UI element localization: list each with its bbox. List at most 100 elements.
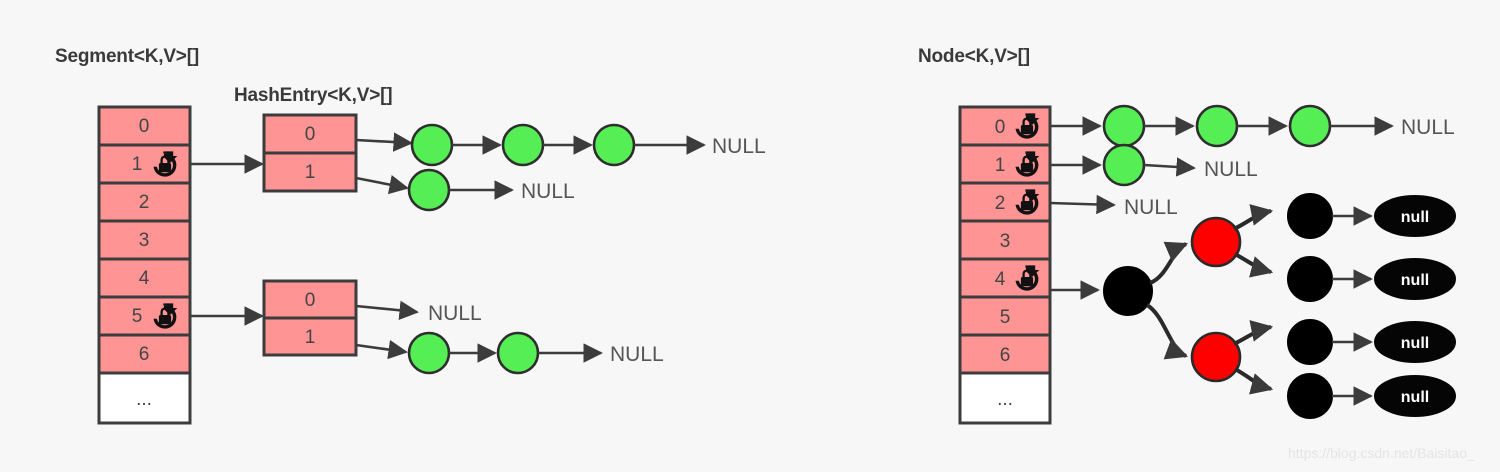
tree-node-black-leaf[interactable] xyxy=(1287,193,1333,239)
tree-edge xyxy=(1233,320,1274,346)
segment-cell-3[interactable]: 3 xyxy=(97,219,192,261)
node-entry[interactable] xyxy=(1102,104,1146,148)
segment-cell-4-label: 4 xyxy=(139,268,150,289)
entry-node[interactable] xyxy=(410,123,454,167)
tree-null-label: null xyxy=(1401,335,1429,352)
null-label: NULL xyxy=(1204,158,1258,181)
node-cell-6-label: 6 xyxy=(1000,345,1011,366)
tree-edge xyxy=(1234,367,1274,395)
null-label: NULL xyxy=(712,135,766,158)
left-panel: Segment<K,V>[] HashEntry<K,V>[] 0 1 2 xyxy=(55,46,766,425)
tree-null-label: null xyxy=(1401,209,1429,226)
segment-cell-0[interactable]: 0 xyxy=(97,105,192,147)
hashentry-table-2: 0 1 xyxy=(262,279,358,357)
node-cell-3[interactable]: 3 xyxy=(958,219,1052,261)
hashentry-1-row-1[interactable]: 1 xyxy=(262,151,358,193)
node-cell-1[interactable]: 1 xyxy=(958,143,1052,185)
hashentry-2-row-0[interactable]: 0 xyxy=(262,279,358,320)
tree-null-terminator[interactable]: null xyxy=(1374,321,1456,363)
entry-node[interactable] xyxy=(407,331,451,375)
hashentry-2-row-1[interactable]: 1 xyxy=(262,316,358,357)
node-entry[interactable] xyxy=(1102,143,1146,187)
chain-link xyxy=(355,339,408,360)
node-cell-6[interactable]: 6 xyxy=(958,333,1052,375)
segment-array: 0 1 2 3 4 xyxy=(97,105,192,425)
hashentry-1-row-0-label: 0 xyxy=(305,124,316,145)
segment-cell-6-label: 6 xyxy=(139,344,150,365)
entry-node[interactable] xyxy=(501,123,545,167)
node-cell-2-label: 2 xyxy=(995,193,1006,214)
entry-node[interactable] xyxy=(592,123,636,167)
node-cell-5[interactable]: 5 xyxy=(958,295,1052,337)
segment-cell-1[interactable]: 1 xyxy=(97,143,192,185)
hashentry-2-row-1-label: 1 xyxy=(305,327,316,348)
null-label: NULL xyxy=(1124,196,1178,219)
node-0-chain: NULL xyxy=(1050,104,1455,148)
node-2-chain: NULL xyxy=(1049,194,1178,219)
tree-node-black-leaf[interactable] xyxy=(1287,319,1333,365)
right-panel: Node<K,V>[] 0 1 2 xyxy=(918,46,1456,425)
hashentry-2-row-0-chain: NULL xyxy=(355,300,482,325)
node-cell-1-label: 1 xyxy=(995,155,1006,176)
segment-cell-5[interactable]: 5 xyxy=(97,295,192,337)
segment-cell-2[interactable]: 2 xyxy=(97,181,192,223)
node-cell-0-label: 0 xyxy=(995,117,1006,138)
null-label: NULL xyxy=(610,343,664,366)
hashentry-2-row-0-label: 0 xyxy=(305,290,316,311)
entry-node[interactable] xyxy=(407,168,451,212)
segment-cell-2-label: 2 xyxy=(139,192,150,213)
segment-cell-5-label: 5 xyxy=(132,306,143,327)
node-1-chain: NULL xyxy=(1050,143,1258,187)
node-entry[interactable] xyxy=(1195,104,1239,148)
tree-node-red[interactable] xyxy=(1190,216,1242,268)
chain-link xyxy=(355,300,419,320)
node-array: 0 1 2 3 4 xyxy=(958,105,1052,425)
hashentry-1-row-1-chain: NULL xyxy=(355,168,575,212)
node-cell-0[interactable]: 0 xyxy=(958,105,1052,147)
node-cell-4[interactable]: 4 xyxy=(958,257,1052,299)
tree-null-terminator[interactable]: null xyxy=(1374,375,1456,417)
node-cell-2[interactable]: 2 xyxy=(958,181,1052,223)
segment-cell-4[interactable]: 4 xyxy=(97,257,192,299)
node-cell-3-label: 3 xyxy=(1000,231,1011,252)
null-label: NULL xyxy=(521,180,575,203)
chain-link xyxy=(1049,194,1116,215)
node-entry[interactable] xyxy=(1288,104,1332,148)
node-cell-5-label: 5 xyxy=(1000,307,1011,328)
tree-edge xyxy=(1233,204,1274,231)
node-cell-4-label: 4 xyxy=(995,269,1006,290)
segment-cell-ellipsis-label: ... xyxy=(136,389,152,410)
tree-node-black-leaf[interactable] xyxy=(1287,256,1333,302)
null-label: NULL xyxy=(428,302,482,325)
entry-node[interactable] xyxy=(496,331,540,375)
hashentry-title: HashEntry<K,V>[] xyxy=(234,85,392,106)
hashentry-2-row-1-chain: NULL xyxy=(355,331,664,375)
tree-null-terminator[interactable]: null xyxy=(1374,195,1456,237)
tree-edge xyxy=(1145,303,1189,360)
segment-cell-6[interactable]: 6 xyxy=(97,333,192,375)
chain-link xyxy=(355,132,413,152)
hashentry-1-row-0-chain: NULL xyxy=(355,123,766,167)
tree-null-label: null xyxy=(1401,389,1429,406)
tree-node-root[interactable] xyxy=(1103,266,1153,316)
tree-edge xyxy=(1149,241,1189,285)
tree-node-black-leaf[interactable] xyxy=(1287,373,1333,419)
red-black-tree: null null null null xyxy=(1050,193,1456,419)
segment-cell-3-label: 3 xyxy=(139,230,150,251)
tree-node-red[interactable] xyxy=(1190,331,1242,383)
node-cell-ellipsis-label: ... xyxy=(997,389,1013,410)
segment-cell-1-label: 1 xyxy=(132,154,143,175)
tree-null-terminator[interactable]: null xyxy=(1374,258,1456,300)
hashentry-1-row-1-label: 1 xyxy=(305,162,316,183)
hashentry-table-1: 0 1 xyxy=(262,113,358,193)
hashentry-1-row-0[interactable]: 0 xyxy=(262,113,358,155)
chain-link xyxy=(1143,157,1196,177)
node-cell-ellipsis[interactable]: ... xyxy=(958,371,1052,425)
chain-link xyxy=(355,175,409,195)
node-array-title: Node<K,V>[] xyxy=(918,46,1030,67)
tree-null-label: null xyxy=(1401,272,1429,289)
segment-cell-ellipsis[interactable]: ... xyxy=(97,371,192,425)
null-label: NULL xyxy=(1401,116,1455,139)
